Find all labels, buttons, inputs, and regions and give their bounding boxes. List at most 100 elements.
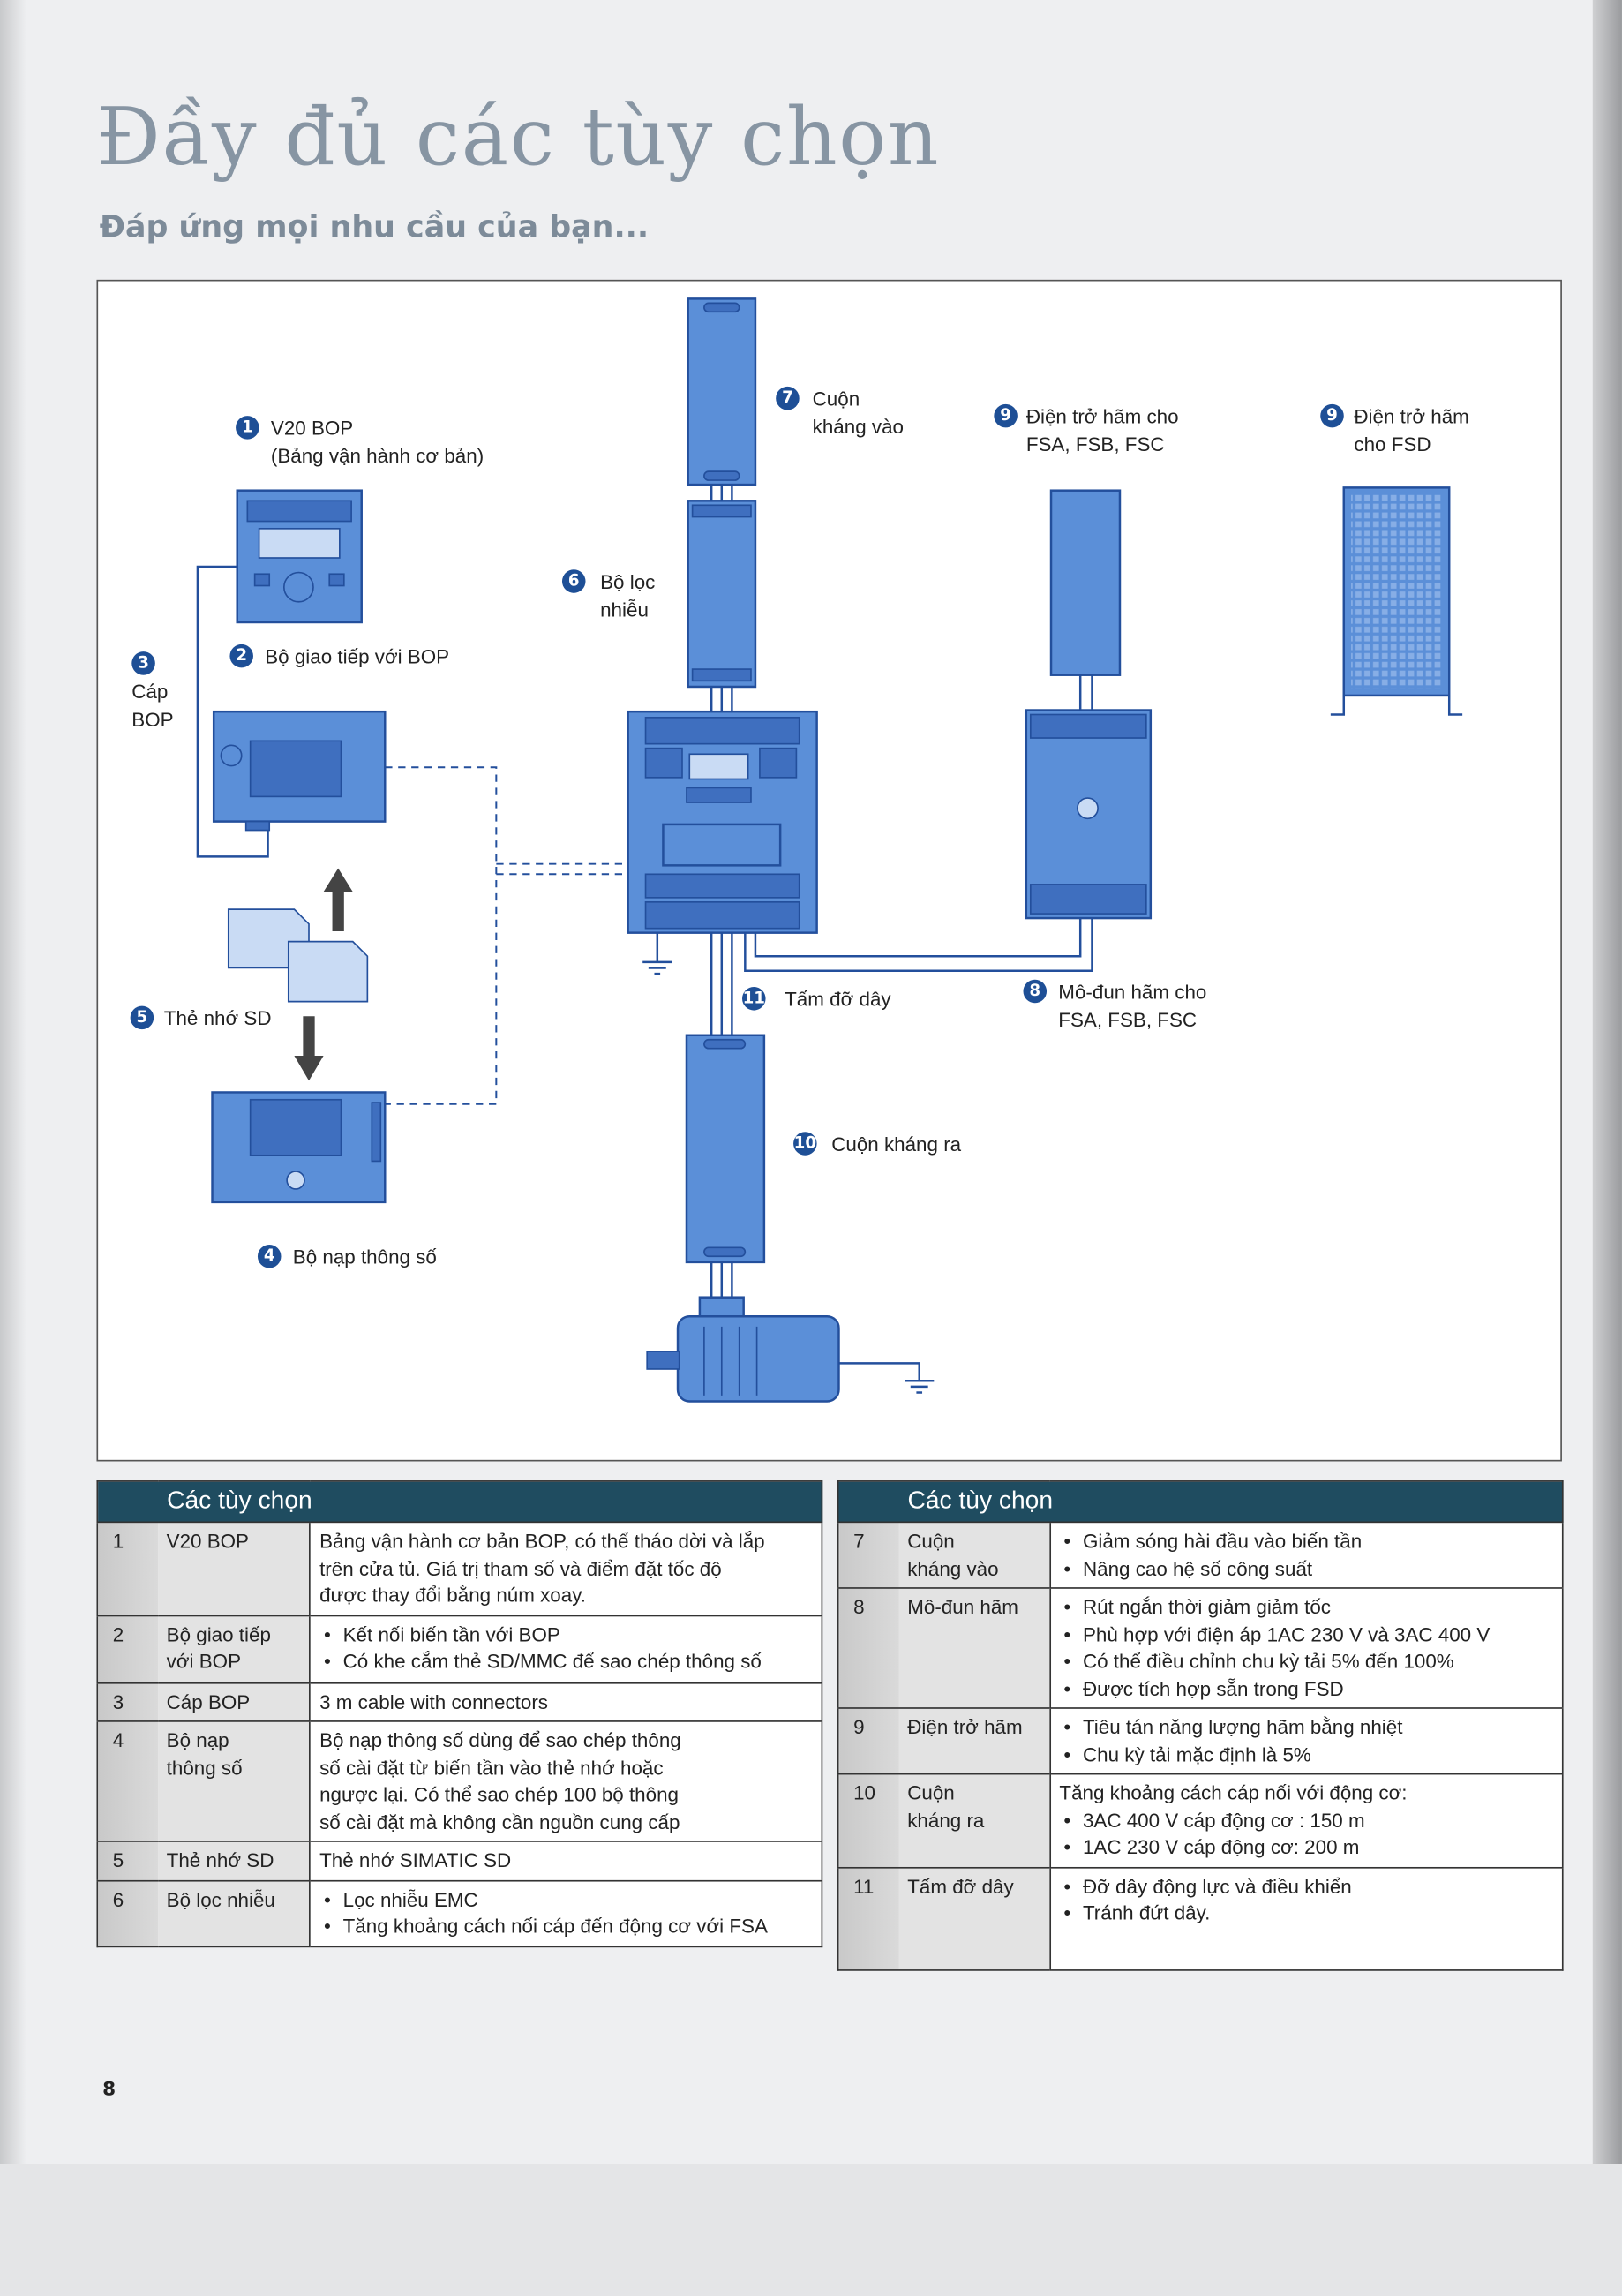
row-label-line: kháng ra: [907, 1809, 985, 1832]
callout-number-badge: 11: [742, 987, 766, 1011]
row-number: 7: [837, 1521, 899, 1588]
row-label-line: Cuộn: [907, 1530, 955, 1553]
callout-label-line: Cáp: [131, 681, 169, 704]
row-description: Thẻ nhớ SIMATIC SD: [309, 1841, 822, 1880]
callout-label: Bộ giao tiếp với BOP: [265, 643, 449, 671]
callout-label-line: cho FSD: [1354, 433, 1431, 455]
callout-label-line: V20 BOP: [270, 417, 354, 440]
callout-number-badge: 10: [793, 1132, 817, 1156]
braking-resistor-fsa-icon: [1049, 489, 1122, 676]
callout-label: Cuộn kháng ra: [831, 1131, 961, 1159]
callout-label: Thẻ nhớ SD: [164, 1005, 272, 1033]
callout-label: Tấm đỡ dây: [785, 985, 890, 1013]
scan-bottom-margin: [0, 2164, 1622, 2296]
v20-bop-icon: [236, 489, 363, 624]
bullet-item: Được tích hợp sẵn trong FSD: [1059, 1675, 1553, 1703]
row-label-line: Mô-đun hãm: [907, 1596, 1018, 1618]
bullet-item: Giảm sóng hài đầu vào biến tần: [1059, 1529, 1553, 1556]
description-line: được thay đổi bằng núm xoay.: [319, 1584, 586, 1607]
table-row: 8Mô-đun hãmRút ngắn thời giảm giảm tốcPh…: [837, 1587, 1563, 1708]
bop-interface-icon: [212, 710, 387, 832]
row-number: 2: [97, 1614, 158, 1682]
arrow-up-icon: [323, 868, 353, 931]
callout-number-badge: 3: [131, 651, 155, 675]
bullet-item: Đỡ dây động lực và điều khiển: [1059, 1873, 1553, 1901]
table-header: Các tùy chọn: [837, 1480, 1563, 1523]
row-label-line: Cuộn: [907, 1781, 955, 1804]
row-label-line: Tấm đỡ dây: [907, 1875, 1014, 1897]
row-label: Cuộn kháng ra: [898, 1773, 1050, 1867]
row-number: 3: [97, 1682, 158, 1721]
row-label-line: Điện trở hãm: [907, 1716, 1023, 1738]
callout-label-line: Bộ nạp thông số: [292, 1246, 437, 1268]
row-number: 5: [97, 1841, 158, 1880]
callout-label-line: FSA, FSB, FSC: [1058, 1008, 1198, 1031]
row-label-line: V20 BOP: [166, 1530, 249, 1553]
table-row: 6Bộ lọc nhiễuLọc nhiễu EMCTăng khoảng cá…: [97, 1879, 822, 1946]
row-number: 1: [97, 1521, 158, 1615]
bullet-item: Chu kỳ tải mặc định là 5%: [1059, 1742, 1553, 1769]
row-label: Mô-đun hãm: [898, 1587, 1050, 1708]
emc-filter-icon: [687, 500, 757, 689]
callout-label-line: kháng vào: [812, 416, 904, 438]
description-line: Bộ nạp thông số dùng để sao chép thông: [319, 1729, 681, 1751]
callout-number-badge: 9: [1320, 403, 1344, 428]
row-label-line: Cáp BOP: [166, 1690, 251, 1713]
callout-label-line: FSA, FSB, FSC: [1025, 433, 1165, 455]
callout-label-line: Bộ lọc: [600, 570, 656, 593]
braking-resistor-fsd-icon: [1330, 486, 1463, 716]
bullet-item: Lọc nhiễu EMC: [319, 1886, 813, 1914]
scan-edge-left: [0, 0, 26, 2164]
description-line: ngược lại. Có thể sao chép 100 bộ thông: [319, 1783, 680, 1806]
row-description: Bảng vận hành cơ bản BOP, có thể tháo dờ…: [309, 1521, 822, 1615]
options-diagram: .eq{fill:#5b8fd8;stroke:#234f9c;stroke-w…: [96, 279, 1562, 1462]
description-line: Tăng khoảng cách cáp nối với động cơ:: [1059, 1781, 1408, 1804]
row-description: Giảm sóng hài đầu vào biến tầnNâng cao h…: [1048, 1521, 1563, 1588]
arrow-down-icon: [294, 1016, 324, 1081]
callout-label-line: Điện trở hãm: [1354, 405, 1469, 428]
callout-number-badge: 6: [561, 569, 586, 593]
bullet-item: Nâng cao hệ số công suất: [1059, 1555, 1553, 1583]
description-line: Thẻ nhớ SIMATIC SD: [319, 1849, 512, 1871]
callout-label: Điện trở hãm cho FSD: [1354, 403, 1468, 458]
bullet-item: Rút ngắn thời giảm giảm tốc: [1059, 1594, 1553, 1622]
row-label-line: Bộ giao tiếp: [166, 1622, 271, 1645]
callout-label-line: Điện trở hãm cho: [1025, 405, 1179, 428]
page-subtitle: Đáp ứng mọi nhu cầu của bạn...: [99, 209, 650, 245]
sd-card-icon: [227, 908, 369, 1003]
description-line: 3 m cable with connectors: [319, 1690, 548, 1713]
row-number: 9: [837, 1707, 899, 1774]
callout-number-badge: 1: [236, 416, 259, 440]
row-label: Tấm đỡ dây: [898, 1866, 1050, 1970]
callout-label-line: Mô-đun hãm cho: [1058, 981, 1207, 1004]
callout-label-line: Cuộn kháng ra: [831, 1133, 962, 1156]
row-label: Bộ lọc nhiễu: [157, 1879, 311, 1946]
row-label-line: Thẻ nhớ SD: [166, 1849, 274, 1871]
row-label: Thẻ nhớ SD: [157, 1841, 311, 1880]
bullet-item: Có thể điều chỉnh chu kỳ tải 5% đến 100%: [1059, 1649, 1553, 1676]
output-reactor-icon: [685, 1034, 766, 1264]
table-row: 1 V20 BOP Bảng vận hành cơ bản BOP, có thể…: [97, 1521, 822, 1615]
callout-label: V20 BOP(Bảng vận hành cơ bản): [271, 414, 484, 470]
bullet-item: Tránh đứt dây.: [1059, 1901, 1553, 1928]
table-header: Các tùy chọn: [97, 1480, 822, 1523]
callout-label-line: nhiễu: [600, 598, 649, 621]
callout-label: Bộ lọc nhiễu: [600, 568, 655, 624]
bullet-item: 1AC 230 V cáp động cơ: 200 m: [1059, 1834, 1553, 1862]
scan-edge-right: [1592, 0, 1622, 2164]
row-label-line: Bộ nạp: [166, 1729, 229, 1751]
row-number: 8: [837, 1587, 899, 1708]
callout-label-line: Bộ giao tiếp với BOP: [265, 645, 450, 668]
row-description: Tăng khoảng cách cáp nối với động cơ:3AC…: [1048, 1773, 1563, 1867]
row-label: Cáp BOP: [157, 1682, 311, 1721]
